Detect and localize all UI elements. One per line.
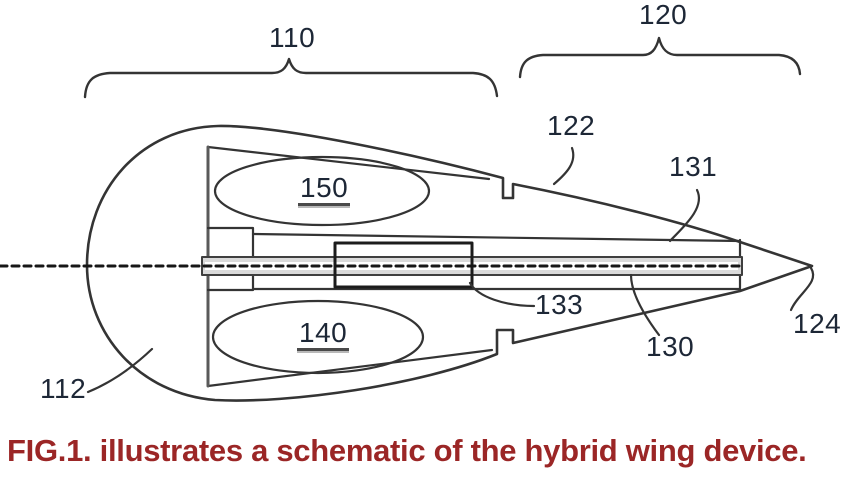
housing-top-edge	[251, 232, 742, 243]
leader-130	[629, 273, 661, 337]
ref-label-133: 133	[535, 289, 584, 320]
ref-label-112: 112	[40, 373, 87, 404]
leader-112	[86, 347, 154, 394]
compartment-top-edge	[206, 145, 491, 181]
ref-label-140-lower-cavity: 140	[297, 319, 350, 351]
brace-110	[83, 57, 499, 99]
leader-133	[468, 281, 536, 308]
figure-caption: FIG.1. illustrates a schematic of the hy…	[7, 433, 807, 468]
ref-label-124: 124	[793, 308, 842, 339]
ref-label-150-upper-cavity: 150	[298, 174, 351, 206]
ref-label-130: 130	[646, 331, 695, 362]
shaft-hub	[206, 226, 255, 292]
brace-120	[518, 36, 802, 79]
ref-label-120: 120	[639, 0, 688, 30]
leader-131	[668, 188, 700, 243]
wing-outline	[85, 124, 814, 402]
lower-cavity-ellipse	[211, 299, 425, 375]
ref-label-110: 110	[269, 22, 316, 53]
upper-cavity-ellipse	[213, 155, 431, 227]
ref-label-131: 131	[669, 151, 718, 182]
compartment-bottom-edge	[206, 348, 494, 388]
leader-124	[789, 266, 815, 312]
ref-label-122: 122	[547, 110, 596, 141]
hybrid-wing-schematic	[0, 36, 815, 402]
leader-122	[552, 146, 575, 186]
